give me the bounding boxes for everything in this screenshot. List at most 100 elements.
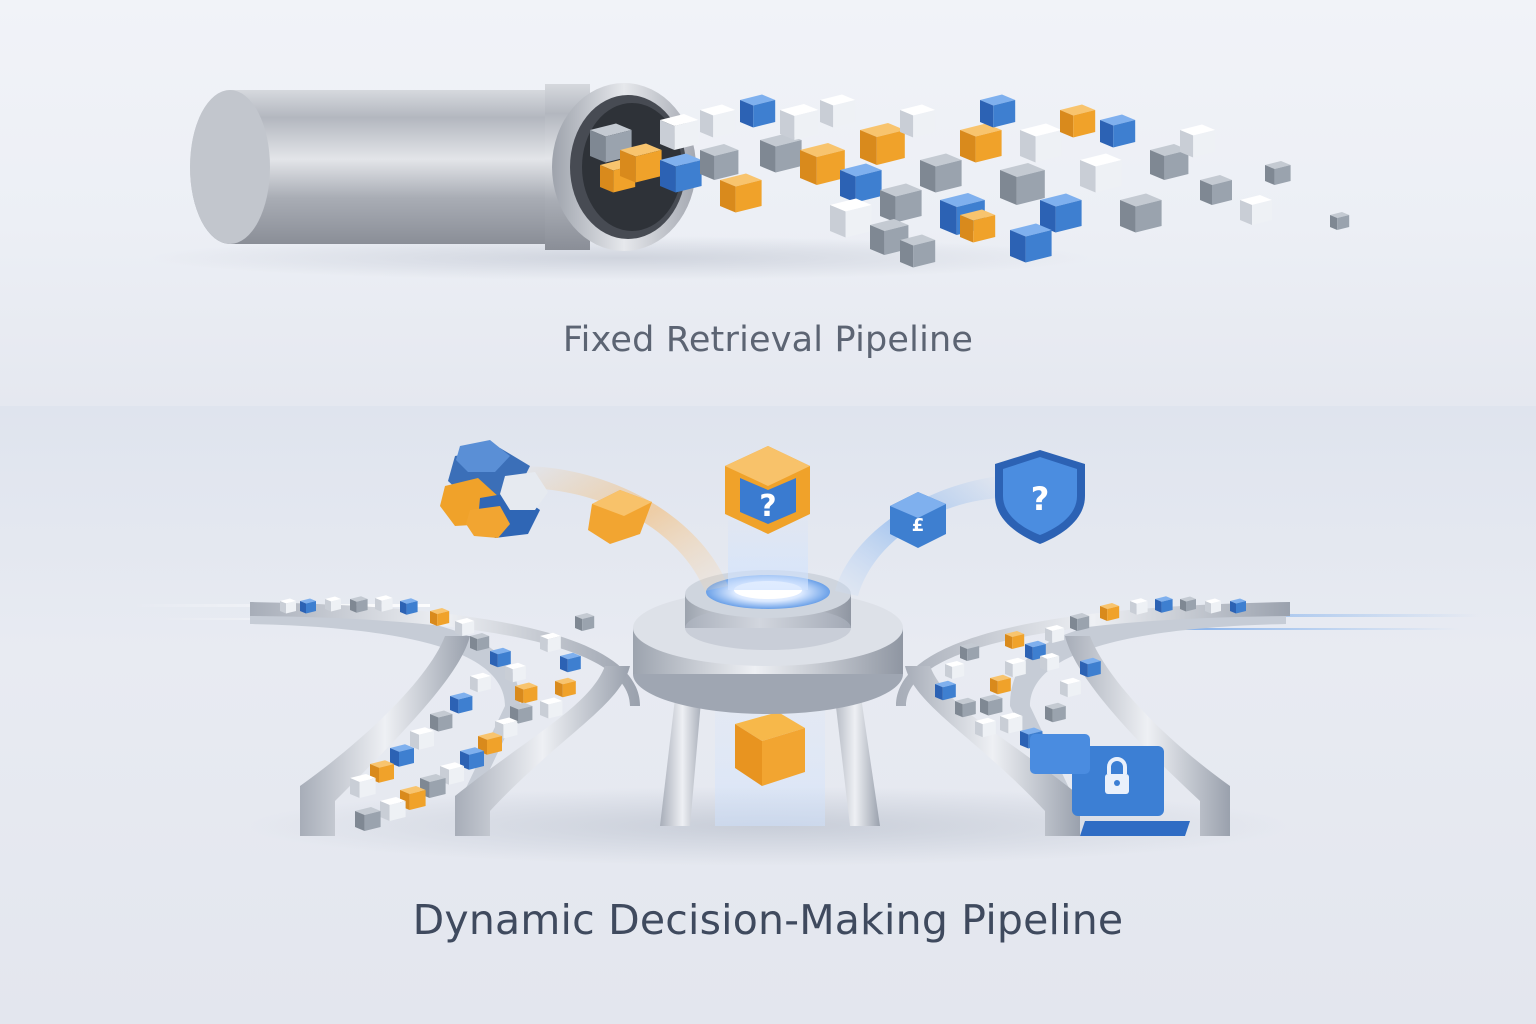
data-block-face [375, 595, 393, 601]
data-block-face [720, 180, 736, 213]
fixed-pipeline-label: Fixed Retrieval Pipeline [562, 320, 974, 360]
data-block-face [860, 123, 905, 137]
data-block-face [700, 104, 736, 116]
data-block-face [935, 160, 962, 193]
data-block-face [942, 684, 956, 701]
data-block-face [1052, 628, 1065, 643]
data-block-face [410, 727, 434, 735]
data-block-face [470, 672, 491, 680]
data-block-face [555, 681, 563, 698]
data-block-face [1100, 603, 1120, 609]
data-block-face [760, 140, 776, 173]
data-block-face [1070, 616, 1078, 631]
data-block-face [515, 682, 538, 690]
dynamic-pipeline-label: Dynamic Decision-Making Pipeline [412, 896, 1124, 944]
data-block-face [477, 636, 490, 651]
data-block-face [540, 701, 549, 719]
data-block-face [1240, 195, 1272, 205]
data-block-face [830, 198, 872, 212]
data-block-face [462, 621, 475, 636]
spilled-data-blocks [590, 94, 1350, 268]
data-block-face [1240, 200, 1252, 225]
data-block-face [469, 751, 484, 770]
data-block-face [429, 778, 446, 798]
data-block-face [478, 732, 502, 740]
data-block-face [503, 721, 518, 739]
orange-decision-path [440, 440, 728, 591]
data-block-face [700, 110, 714, 138]
data-block-face [505, 662, 526, 670]
data-block-face [1161, 599, 1173, 613]
data-block-face [400, 598, 418, 604]
data-block-face [1130, 598, 1148, 604]
data-block-face [1180, 596, 1196, 602]
data-block-face [1070, 613, 1090, 619]
data-block-face [1200, 175, 1232, 185]
data-block-face [830, 205, 846, 238]
data-block-face [740, 94, 776, 106]
data-block-face [390, 748, 399, 767]
data-block-face [1045, 625, 1065, 631]
data-block-face [1040, 200, 1056, 233]
data-block-face [1135, 200, 1162, 233]
data-block-face [1230, 598, 1246, 604]
data-block-face [1005, 631, 1025, 637]
data-block-face [1020, 727, 1043, 735]
right-track [896, 596, 1290, 836]
fixed-pipeline-panel: Fixed Retrieval Pipeline [0, 0, 1536, 406]
data-block-face [390, 744, 414, 752]
data-block-face [895, 190, 922, 223]
data-block-face [575, 616, 583, 631]
data-block-face [990, 674, 1011, 682]
left-track [250, 595, 640, 836]
data-block-face [962, 701, 976, 718]
data-block-face [1045, 706, 1053, 723]
data-block-face [1130, 601, 1137, 615]
data-block-face [455, 618, 475, 624]
data-block-face [900, 234, 936, 246]
data-block-face [495, 717, 518, 725]
data-block-face [1100, 120, 1114, 148]
data-block-face [620, 143, 662, 157]
dynamic-pipeline-illustration: £ ? ? [130, 440, 1480, 866]
data-block-face [1180, 124, 1216, 136]
data-block-face [1000, 716, 1009, 734]
data-block-face [935, 684, 943, 701]
data-block-face [660, 160, 676, 193]
data-block-face [400, 786, 426, 794]
data-block-face [900, 104, 936, 116]
data-block-face [975, 130, 1002, 163]
data-block-face [430, 611, 438, 626]
data-block-face [1040, 656, 1048, 671]
data-block-face [523, 686, 538, 704]
data-block-face [990, 678, 998, 695]
data-block-face [356, 599, 368, 613]
data-block-face [1274, 165, 1291, 185]
data-block-face [1005, 634, 1013, 649]
data-block-face [775, 140, 802, 173]
fixed-pipeline-illustration [150, 83, 1350, 280]
data-block-face [1212, 180, 1232, 205]
data-block-face [1205, 601, 1211, 614]
data-block-face [1010, 230, 1026, 263]
data-block-face [860, 130, 877, 165]
data-block-face [975, 721, 983, 738]
data-block-face [350, 774, 376, 782]
data-block-face [350, 599, 357, 613]
data-block-face [800, 143, 845, 157]
data-block-face [1080, 160, 1096, 193]
data-block-face [540, 632, 561, 640]
data-block-face [470, 676, 478, 693]
data-block-face [876, 130, 905, 165]
data-block-face [980, 698, 989, 716]
data-block-face [1087, 661, 1101, 678]
data-block-face [1008, 716, 1023, 734]
data-block-face [1330, 212, 1350, 218]
data-block-face [1077, 616, 1090, 631]
orange-cube-flying [588, 490, 652, 544]
data-block-face [1164, 150, 1189, 180]
data-block-face [920, 153, 962, 167]
data-block-face [300, 598, 316, 604]
data-block-face [359, 778, 376, 798]
